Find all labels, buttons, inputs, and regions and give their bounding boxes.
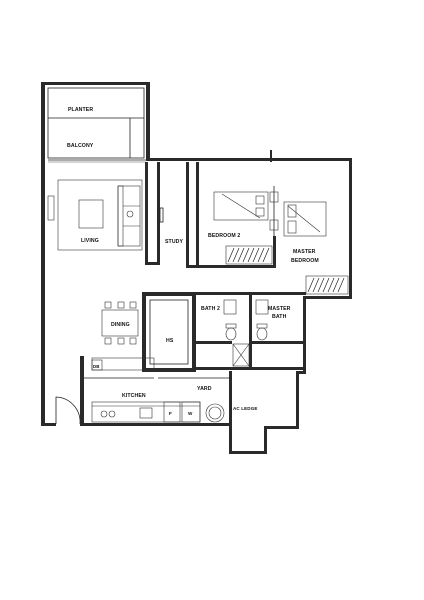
wardrobe-icon [225, 245, 273, 265]
label-master-bedroom-line1: MASTER [293, 249, 316, 255]
label-hs: HS [166, 338, 174, 344]
basin-icon [223, 299, 269, 315]
label-yard: YARD [197, 386, 212, 392]
bedroom-2 [196, 150, 279, 268]
bathrooms [196, 292, 306, 370]
label-master-bedroom-line2: BEDROOM [291, 258, 319, 264]
sink-icon [139, 407, 153, 419]
label-master-bath-line1: MASTER [268, 306, 291, 312]
label-planter: PLANTER [68, 107, 93, 113]
planter-balcony [47, 87, 146, 163]
label-bedroom-2: BEDROOM 2 [208, 233, 240, 239]
label-bath-2: BATH 2 [201, 306, 220, 312]
label-fridge: F [169, 411, 172, 416]
shower-icon [232, 343, 250, 367]
sofa-icon [117, 185, 141, 247]
label-washer: W [188, 411, 193, 416]
kitchen-yard [80, 356, 232, 426]
study-room [145, 162, 200, 268]
label-dining: DINING [111, 322, 130, 328]
fixture-labels: DB F W [93, 364, 193, 416]
door-swing-icon [55, 396, 81, 425]
label-ac-ledge: AC LEDGE [233, 406, 258, 411]
label-balcony: BALCONY [67, 143, 94, 149]
dining-table-icon [101, 301, 139, 345]
bed-icon [213, 191, 269, 221]
label-db: DB [93, 364, 100, 369]
label-study: STUDY [165, 239, 184, 245]
toilet-icon [225, 323, 268, 341]
water-heater-icon [205, 403, 225, 423]
bed-icon [283, 201, 327, 237]
master-bedroom [273, 201, 349, 295]
wardrobe-icon [305, 275, 349, 295]
label-kitchen: KITCHEN [122, 393, 146, 399]
outer-walls [41, 82, 352, 454]
label-master-bath-line2: BATH [272, 314, 287, 320]
living-room [47, 179, 143, 251]
stove-icon [100, 410, 116, 418]
label-living: LIVING [81, 238, 99, 244]
household-shelter [142, 292, 196, 372]
room-labels: PLANTER BALCONY LIVING STUDY BEDROOM 2 M… [67, 107, 319, 411]
